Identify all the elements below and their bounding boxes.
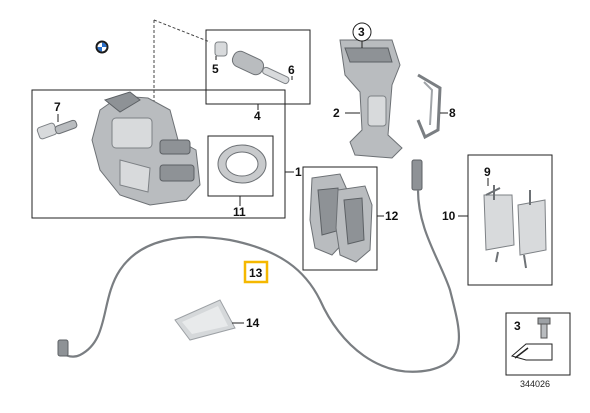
brake-pads-part xyxy=(309,173,373,263)
bolt-icon xyxy=(537,317,551,339)
callout-2: 2 xyxy=(333,106,340,120)
wire-connector-part xyxy=(57,339,69,357)
callout-11: 11 xyxy=(233,205,246,219)
legend-box: 3 344026 xyxy=(505,312,571,389)
callout-14: 14 xyxy=(246,316,260,330)
callout-3: 3 xyxy=(358,25,365,39)
bleeder-screw-part xyxy=(36,119,78,140)
callout-7: 7 xyxy=(54,100,61,114)
callout-13-highlighted: 13 xyxy=(243,260,269,284)
wear-sensor-wire-part xyxy=(59,189,461,373)
callout-5: 5 xyxy=(212,62,219,76)
guide-sleeve-part xyxy=(214,41,228,57)
arrow-icon xyxy=(510,343,553,361)
callout-9: 9 xyxy=(484,165,491,179)
callout-8: 8 xyxy=(449,106,456,120)
callout-6: 6 xyxy=(288,63,295,77)
bmw-logo-icon xyxy=(95,40,109,54)
caliper-carrier-part xyxy=(339,39,403,159)
piston-seal-part xyxy=(217,144,267,184)
wear-sensor-plug-part xyxy=(411,159,423,191)
anti-rattle-spring-part xyxy=(416,73,442,140)
callout-13: 13 xyxy=(249,266,263,280)
brake-pad-box xyxy=(302,166,378,271)
brake-caliper-part xyxy=(91,91,201,206)
callout-1: 1 xyxy=(295,165,302,179)
callout-10: 10 xyxy=(442,209,456,223)
repair-kit-box xyxy=(467,154,553,286)
dashed-leader-top xyxy=(153,19,211,105)
callout-4: 4 xyxy=(254,109,261,123)
diagram-code: 344026 xyxy=(520,379,550,389)
callout-3-circled: 3 xyxy=(352,22,372,42)
callout-12: 12 xyxy=(385,209,399,223)
repair-kit-parts xyxy=(483,185,547,269)
caliper-group-box xyxy=(31,89,286,219)
leader-lines xyxy=(57,40,489,324)
guide-pin-part xyxy=(231,50,290,85)
legend-number: 3 xyxy=(514,319,521,333)
grease-packet-part xyxy=(174,299,236,341)
